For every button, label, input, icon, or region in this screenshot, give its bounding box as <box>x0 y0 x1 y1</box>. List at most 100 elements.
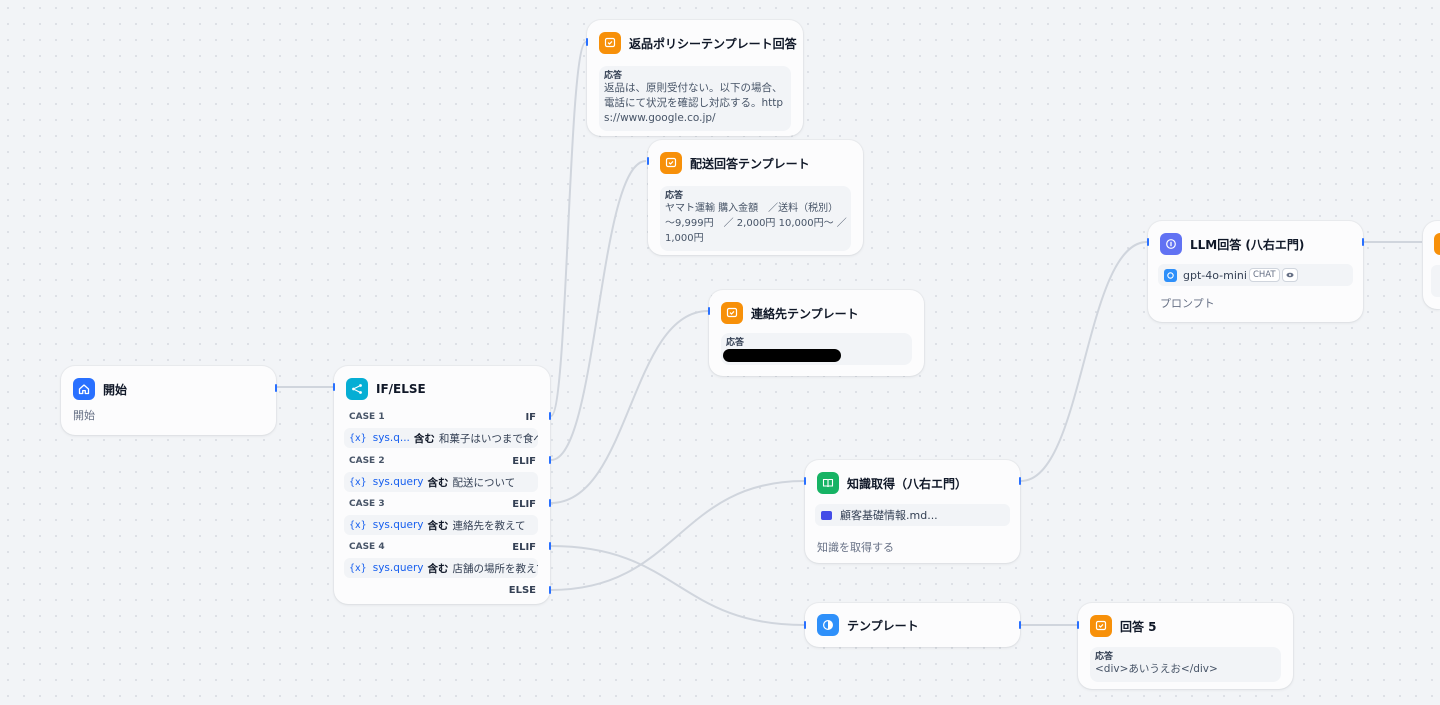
model-mode-badge: CHAT <box>1248 268 1280 282</box>
case-kind-1: IF <box>525 412 536 423</box>
answer5-node[interactable]: 回答 5 応答 <div>あいうえお</div> <box>1077 603 1293 689</box>
edge-else-knowledge <box>550 480 805 591</box>
response-line: 1,000円 <box>665 233 704 244</box>
condition-variable: sys.query <box>372 562 424 574</box>
input-handle[interactable] <box>586 38 588 46</box>
output-handle[interactable] <box>275 384 277 392</box>
response-box <box>1431 265 1440 297</box>
node-title: 連絡先テンプレート <box>751 306 859 321</box>
response-line: ヤマト運輸 購入金額 ／送料（税別） <box>665 203 839 214</box>
node-title: テンプレート <box>847 618 919 633</box>
return-policy-node[interactable]: 返品ポリシーテンプレート回答 応答 返品は、原則受付ない。以下の場合、電話にて状… <box>586 20 803 136</box>
next-answer-node-partial[interactable] <box>1423 221 1440 309</box>
response-label: 応答 <box>665 191 684 201</box>
node-title: IF/ELSE <box>376 382 426 396</box>
model-name: gpt-4o-mini <box>1183 268 1247 282</box>
condition-operator: 含む <box>427 562 449 575</box>
folder-icon <box>821 510 832 520</box>
case-label-2: CASE 2 <box>349 456 385 466</box>
condition-operator: 含む <box>413 432 435 445</box>
input-handle[interactable] <box>708 307 710 315</box>
input-handle[interactable] <box>804 621 806 629</box>
ifelse-node[interactable]: IF/ELSE CASE 1 IF {x} sys.q... 含む 和菓子はいつ… <box>333 366 551 604</box>
home-icon <box>73 378 95 400</box>
case-label-1: CASE 1 <box>349 412 385 422</box>
condition-value: 配送について <box>452 476 516 489</box>
llm-icon <box>1160 233 1182 255</box>
start-node[interactable]: 開始 開始 <box>61 366 277 435</box>
else-handle[interactable] <box>549 586 551 594</box>
node-subtitle: 知識を取得する <box>817 541 894 554</box>
condition-2[interactable]: {x} sys.query 含む 配送について <box>344 472 538 492</box>
variable-icon: {x} <box>349 476 367 488</box>
condition-variable: sys.q... <box>372 432 410 444</box>
answer-icon <box>599 32 621 54</box>
input-handle[interactable] <box>1147 238 1149 246</box>
input-handle[interactable] <box>333 383 335 391</box>
dataset-name: 顧客基礎情報.md... <box>840 509 938 522</box>
output-handle[interactable] <box>1019 477 1021 485</box>
case-kind-4: ELIF <box>512 542 536 553</box>
node-title: 知識取得（八右エ門） <box>847 476 968 491</box>
input-handle[interactable] <box>1077 621 1079 629</box>
condition-4[interactable]: {x} sys.query 含む 店舗の場所を教えて <box>344 558 538 578</box>
node-title: 返品ポリシーテンプレート回答 <box>629 36 797 51</box>
condition-1[interactable]: {x} sys.q... 含む 和菓子はいつまで食べ... <box>344 428 538 448</box>
condition-operator: 含む <box>427 476 449 489</box>
condition-variable: sys.query <box>372 476 424 488</box>
variable-icon: {x} <box>349 432 367 444</box>
answer-icon <box>1090 615 1112 637</box>
knowledge-retrieval-node[interactable]: 知識取得（八右エ門） 顧客基礎情報.md... 知識を取得する <box>804 460 1021 563</box>
answer-icon <box>1434 233 1440 255</box>
node-subtitle: 開始 <box>73 409 95 422</box>
case1-handle[interactable] <box>549 412 551 420</box>
condition-3[interactable]: {x} sys.query 含む 連絡先を教えて <box>344 515 538 535</box>
condition-value: 連絡先を教えて <box>452 519 526 532</box>
response-box: 応答 ヤマト運輸 購入金額 ／送料（税別） 〜9,999円 ／ 2,000円 1… <box>660 186 851 251</box>
edge-case1-return-policy <box>550 41 587 417</box>
node-title: 配送回答テンプレート <box>690 156 810 171</box>
case-label-3: CASE 3 <box>349 499 385 509</box>
case-kind-2: ELIF <box>512 456 536 467</box>
condition-operator: 含む <box>427 519 449 532</box>
input-handle[interactable] <box>804 477 806 485</box>
book-icon <box>817 472 839 494</box>
response-box: 応答 <box>721 333 912 365</box>
case2-handle[interactable] <box>549 456 551 464</box>
response-box: 応答 返品は、原則受付ない。以下の場合、電話にて状況を確認し対応する。https… <box>599 66 791 131</box>
openai-icon <box>1164 268 1177 282</box>
input-handle[interactable] <box>647 157 649 165</box>
condition-value: 店舗の場所を教えて <box>452 562 538 575</box>
node-subtitle: プロンプト <box>1160 297 1215 310</box>
case3-handle[interactable] <box>549 499 551 507</box>
llm-node[interactable]: LLM回答 (八右エ門) gpt-4o-mini CHAT プロンプト <box>1147 221 1364 322</box>
shipping-node[interactable]: 配送回答テンプレート 応答 ヤマト運輸 購入金額 ／送料（税別） 〜9,999円… <box>647 140 863 255</box>
response-box: 応答 <div>あいうえお</div> <box>1090 647 1281 682</box>
eye-icon <box>1281 268 1298 282</box>
output-handle[interactable] <box>1019 621 1021 629</box>
output-handle[interactable] <box>1362 238 1364 246</box>
case4-handle[interactable] <box>549 542 551 550</box>
contact-node[interactable]: 連絡先テンプレート 応答 <box>708 290 924 376</box>
response-text: 返品は、原則受付ない。以下の場合、電話にて状況を確認し対応する。https://… <box>604 82 784 124</box>
dataset-item[interactable]: 顧客基礎情報.md... <box>815 504 1010 526</box>
response-label: 応答 <box>726 338 745 348</box>
node-title: 回答 5 <box>1120 619 1157 634</box>
response-text: <div>あいうえお</div> <box>1095 663 1218 675</box>
response-label: 応答 <box>604 71 623 81</box>
condition-variable: sys.query <box>372 519 424 531</box>
model-selector[interactable]: gpt-4o-mini CHAT <box>1158 264 1353 286</box>
case-kind-3: ELIF <box>512 499 536 510</box>
else-label: ELSE <box>508 585 536 596</box>
condition-value: 和菓子はいつまで食べ... <box>438 432 538 445</box>
response-line: 〜9,999円 ／ 2,000円 10,000円〜 ／ <box>665 218 847 229</box>
node-title: LLM回答 (八右エ門) <box>1190 237 1305 252</box>
edge-case4-template <box>550 545 805 626</box>
edge-knowledge-llm <box>1020 241 1148 482</box>
redacted-text <box>723 349 841 362</box>
template-node[interactable]: テンプレート <box>804 603 1021 647</box>
branch-icon <box>346 378 368 400</box>
case-label-4: CASE 4 <box>349 542 385 552</box>
response-label: 応答 <box>1095 652 1114 662</box>
answer-icon <box>660 152 682 174</box>
